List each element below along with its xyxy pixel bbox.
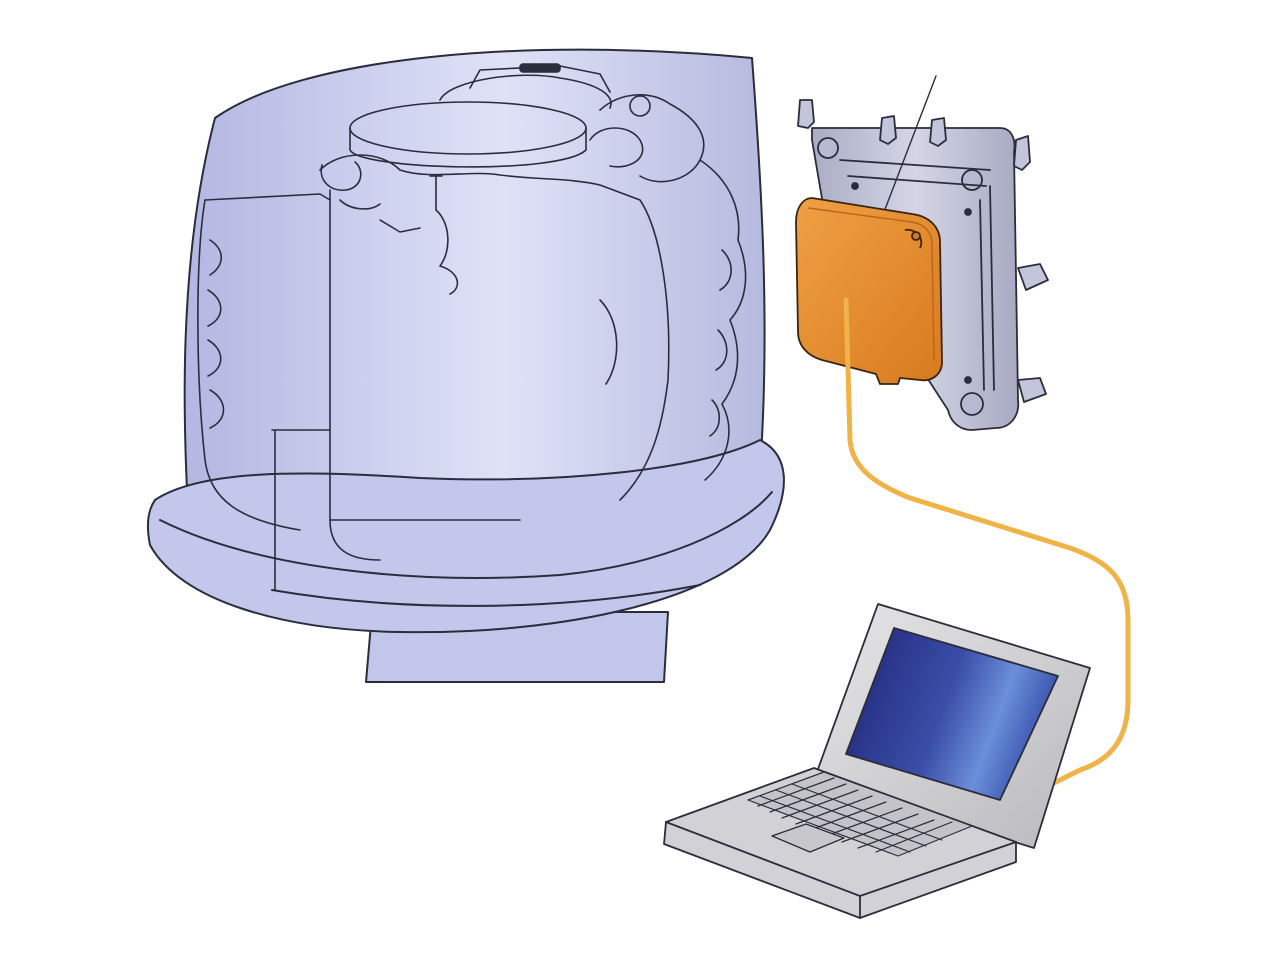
laptop-base [663,767,1017,919]
laptop-icon [663,603,1091,919]
engine-internals [197,63,747,591]
engine-cowling-skirt [146,439,785,634]
outboard-engine-cowling-icon [146,48,785,683]
laptop-touchpad [771,823,845,853]
laptop-screen [845,627,1059,801]
ecu-module-body [795,197,943,385]
leader-line [883,75,937,213]
laptop-keyboard [747,771,973,857]
ecu-module-icon [795,197,943,385]
cable-icon [843,297,1131,793]
